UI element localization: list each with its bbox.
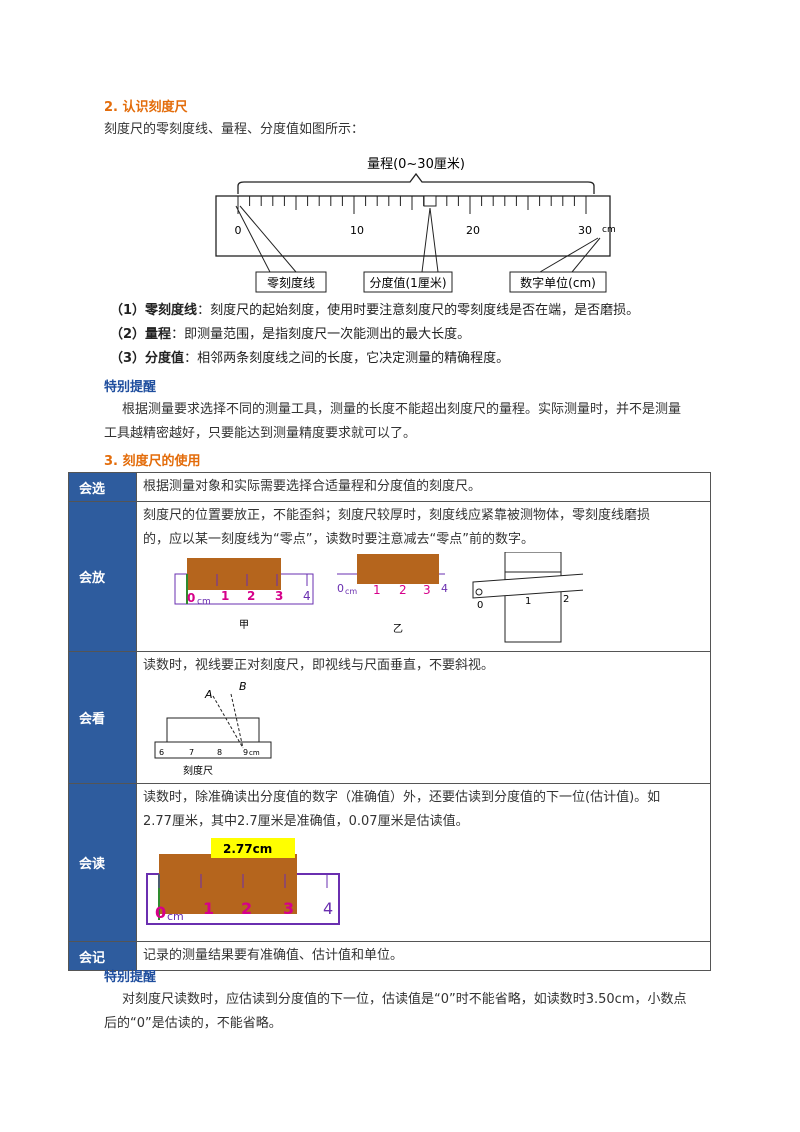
- row-text-select: 根据测量对象和实际需要选择合适量程和分度值的刻度尺。: [136, 472, 711, 502]
- row-head-record: 会记: [68, 941, 137, 971]
- place-line-2: 的，应以某一刻度线为“零点”，读数时要注意减去“零点”前的数字。: [143, 532, 534, 547]
- look-num-7: 7: [189, 748, 194, 757]
- yi-num-3: 3: [423, 583, 431, 597]
- section2-intro: 刻度尺的零刻度线、量程、分度值如图所示：: [104, 122, 365, 137]
- tip-line-1b: 工具越精密越好，只要能达到测量精度要求就可以了。: [104, 426, 417, 441]
- definitions-list: （1）零刻度线：刻度尺的起始刻度，使用时要注意刻度尺的零刻度线是否在端，是否磨损…: [110, 299, 639, 371]
- look-num-6: 6: [159, 748, 164, 757]
- reading-box: [211, 838, 295, 858]
- row-place: 会放 刻度尺的位置要放正，不能歪斜；刻度尺较厚时，刻度线应紧靠被测物体，零刻度线…: [68, 501, 711, 652]
- jia-num-4: 4: [303, 589, 311, 603]
- yi-num-2: 2: [399, 583, 407, 597]
- point-b: B: [239, 680, 247, 693]
- tip-title-2: 特别提醒: [104, 970, 157, 985]
- def-range: （2）量程：即测量范围，是指刻度尺一次能测出的最大长度。: [110, 327, 471, 342]
- jia-num-3: 3: [275, 589, 283, 603]
- look-num-8: 8: [217, 748, 222, 757]
- reading-value: 2.77cm: [223, 842, 272, 856]
- place-line-1: 刻度尺的位置要放正，不能歪斜；刻度尺较厚时，刻度线应紧靠被测物体，零刻度线磨损: [143, 508, 651, 523]
- row-read: 会读 读数时，除准确读出分度值的数字（准确值）外，还要估读到分度值的下一位(估计…: [68, 783, 711, 942]
- division-marker: [423, 195, 437, 207]
- fig3-num-1: 1: [525, 596, 531, 607]
- ruler-body: [215, 195, 611, 257]
- ruler-diagram: 量程(0~30厘米) 0 10 20 30 cm 零刻度线 分度值(1厘米) 数…: [215, 157, 616, 293]
- read-line-2: 2.77厘米，其中2.7厘米是准确值，0.07厘米是估读值。: [143, 814, 469, 829]
- tick-20: 20: [466, 224, 480, 237]
- tip-title-1: 特别提醒: [104, 380, 157, 395]
- jia-num-1: 1: [221, 589, 229, 603]
- look-caption: 刻度尺: [183, 764, 213, 777]
- tick-0: 0: [235, 224, 242, 237]
- tip-line-2b: 后的“0”是估读的，不能省略。: [104, 1016, 282, 1031]
- usage-table: 会选 根据测量对象和实际需要选择合适量程和分度值的刻度尺。 会放 刻度尺的位置要…: [68, 472, 711, 971]
- place-figures: 0 cm 1 2 3 4 甲 0 cm 1 2 3 4 乙: [174, 552, 583, 643]
- look-num-9: 9: [243, 748, 248, 757]
- def-zero-line: （1）零刻度线：刻度尺的起始刻度，使用时要注意刻度尺的零刻度线是否在端，是否磨损…: [110, 303, 640, 318]
- block-thick: [504, 552, 562, 643]
- label-zero-line: 零刻度线: [267, 275, 315, 290]
- row-select: 会选 根据测量对象和实际需要选择合适量程和分度值的刻度尺。: [68, 472, 711, 502]
- point-a: A: [204, 688, 213, 701]
- row-head-select: 会选: [68, 472, 137, 502]
- tip-line-1a: 根据测量要求选择不同的测量工具，测量的长度不能超出刻度尺的量程。实际测量时，并不…: [122, 402, 682, 417]
- ruler-thick: [472, 573, 583, 599]
- look-unit: cm: [249, 749, 260, 757]
- read-num-0: 0: [155, 903, 166, 922]
- look-text: 读数时，视线要正对刻度尺，即视线与尺面垂直，不要斜视。: [143, 658, 495, 673]
- row-head-look: 会看: [68, 651, 137, 784]
- jia-num-2: 2: [247, 589, 255, 603]
- row-body-read: 读数时，除准确读出分度值的数字（准确值）外，还要估读到分度值的下一位(估计值)。…: [136, 783, 711, 942]
- tick-10: 10: [350, 224, 364, 237]
- row-look: 会看 读数时，视线要正对刻度尺，即视线与尺面垂直，不要斜视。 A B 6 7 8…: [68, 651, 711, 784]
- row-head-place: 会放: [68, 501, 137, 652]
- read-num-2: 2: [241, 899, 252, 918]
- read-line-1: 读数时，除准确读出分度值的数字（准确值）外，还要估读到分度值的下一位(估计值)。…: [143, 790, 661, 805]
- yi-num-1: 1: [373, 583, 381, 597]
- section2-title: 2. 认识刻度尺: [104, 100, 188, 115]
- def-division: （3）分度值：相邻两条刻度线之间的长度，它决定测量的精确程度。: [110, 351, 510, 366]
- yi-num-0: 0: [337, 582, 344, 595]
- row-text-record: 记录的测量结果要有准确值、估计值和单位。: [136, 941, 711, 971]
- label-unit: 数字单位(cm): [520, 275, 596, 290]
- row-body-place: 刻度尺的位置要放正，不能歪斜；刻度尺较厚时，刻度线应紧靠被测物体，零刻度线磨损 …: [136, 501, 711, 652]
- block-jia: [187, 558, 281, 590]
- yi-unit: cm: [345, 587, 357, 596]
- tip-line-2a: 对刻度尺读数时，应估读到分度值的下一位，估读值是“0”时不能省略，如读数时3.5…: [122, 992, 687, 1007]
- block-yi: [357, 554, 439, 584]
- ruler-unit: cm: [602, 225, 616, 235]
- jia-num-0: 0: [187, 591, 195, 605]
- read-num-4: 4: [323, 899, 333, 918]
- range-label: 量程(0~30厘米): [367, 157, 465, 172]
- jia-unit: cm: [197, 597, 211, 607]
- yi-num-4: 4: [441, 582, 448, 595]
- row-head-read: 会读: [68, 783, 137, 942]
- read-num-1: 1: [203, 899, 214, 918]
- fig3-num-0: 0: [477, 600, 483, 611]
- read-figure: 2.77cm 0 cm 1 2 3 4: [146, 838, 340, 925]
- section3-title: 3. 刻度尺的使用: [104, 454, 201, 469]
- read-unit: cm: [167, 910, 184, 923]
- read-num-3: 3: [283, 899, 294, 918]
- tick-30: 30: [578, 224, 592, 237]
- row-record: 会记 记录的测量结果要有准确值、估计值和单位。: [68, 941, 711, 971]
- fig3-num-2: 2: [563, 594, 569, 605]
- label-jia: 甲: [239, 620, 249, 631]
- row-body-look: 读数时，视线要正对刻度尺，即视线与尺面垂直，不要斜视。 A B 6 7 8 9 …: [136, 651, 711, 784]
- look-figure: A B 6 7 8 9 cm 刻度尺: [154, 680, 272, 777]
- label-division: 分度值(1厘米): [370, 275, 447, 290]
- label-yi: 乙: [393, 623, 403, 635]
